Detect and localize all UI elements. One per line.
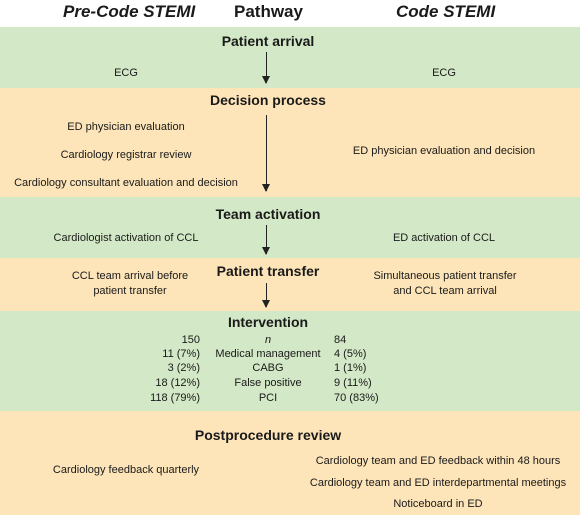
decision-pre-code-step-1: ED physician evaluation: [67, 121, 185, 133]
section-title-patient-transfer: Patient transfer: [216, 263, 320, 279]
intervention-row-label: False positive: [234, 377, 302, 389]
review-pre-code: Cardiology feedback quarterly: [52, 464, 200, 476]
flow-arrow-activation-to-transfer: [262, 225, 270, 255]
intervention-row-label: Medical management: [215, 348, 321, 360]
section-title-patient-arrival: Patient arrival: [221, 33, 315, 49]
intervention-code-value: 84: [334, 334, 347, 346]
activation-pre-code: Cardiologist activation of CCL: [53, 232, 199, 244]
intervention-pre-code-value: 3 (2%): [167, 362, 200, 374]
intervention-pre-code-value: 118 (79%): [150, 392, 200, 404]
intervention-code-value: 1 (1%): [334, 362, 367, 374]
transfer-code-line-2: and CCL team arrival: [393, 285, 497, 297]
section-title-postprocedure-review: Postprocedure review: [194, 427, 342, 443]
review-code-item-1: Cardiology team and ED feedback within 4…: [315, 455, 561, 467]
review-code-item-2: Cardiology team and ED interdepartmental…: [309, 477, 567, 489]
intervention-code-value: 9 (11%): [334, 377, 372, 389]
review-code-item-3: Noticeboard in ED: [393, 498, 483, 510]
arrival-pre-code-ecg: ECG: [114, 67, 138, 79]
section-decision-process: Decision process ED physician evaluation…: [0, 88, 580, 197]
decision-pre-code-step-3: Cardiology consultant evaluation and dec…: [14, 177, 238, 189]
intervention-pre-code-value: 11 (7%): [162, 348, 200, 360]
decision-pre-code-step-2: Cardiology registrar review: [60, 149, 192, 161]
transfer-code-line-1: Simultaneous patient transfer: [373, 270, 517, 282]
transfer-pre-code-line-2: patient transfer: [93, 285, 167, 297]
intervention-pre-code-value: 18 (12%): [155, 377, 200, 389]
transfer-pre-code-line-1: CCL team arrival before: [71, 270, 189, 282]
header-pathway: Pathway: [234, 2, 303, 21]
section-postprocedure-review: Postprocedure review Cardiology feedback…: [0, 411, 580, 515]
flow-arrow-transfer-to-intervention: [262, 283, 270, 308]
intervention-code-value: 4 (5%): [334, 348, 367, 360]
section-title-intervention: Intervention: [227, 314, 309, 330]
decision-code-step: ED physician evaluation and decision: [352, 145, 536, 157]
arrival-code-ecg: ECG: [432, 67, 456, 79]
intervention-row-label: CABG: [252, 362, 284, 374]
section-title-team-activation: Team activation: [215, 206, 321, 222]
intervention-row-label: PCI: [258, 392, 278, 404]
intervention-code-value: 70 (83%): [334, 392, 379, 404]
section-team-activation: Team activation Cardiologist activation …: [0, 197, 580, 258]
flow-arrow-arrival-to-decision: [262, 52, 270, 84]
header-pre-code-stemi: Pre-Code STEMI: [63, 2, 196, 21]
section-intervention: Intervention 150 n 84 11 (7%) Medical ma…: [0, 311, 580, 411]
header-code-stemi: Code STEMI: [396, 2, 496, 21]
section-patient-transfer: Patient transfer CCL team arrival before…: [0, 258, 580, 311]
intervention-row-label: n: [264, 334, 272, 346]
section-title-decision-process: Decision process: [210, 92, 326, 108]
flow-arrow-decision-to-activation: [262, 115, 270, 192]
section-patient-arrival: Patient arrival ECG ECG: [0, 27, 580, 88]
activation-code: ED activation of CCL: [392, 232, 496, 244]
intervention-pre-code-value: 150: [181, 334, 200, 346]
